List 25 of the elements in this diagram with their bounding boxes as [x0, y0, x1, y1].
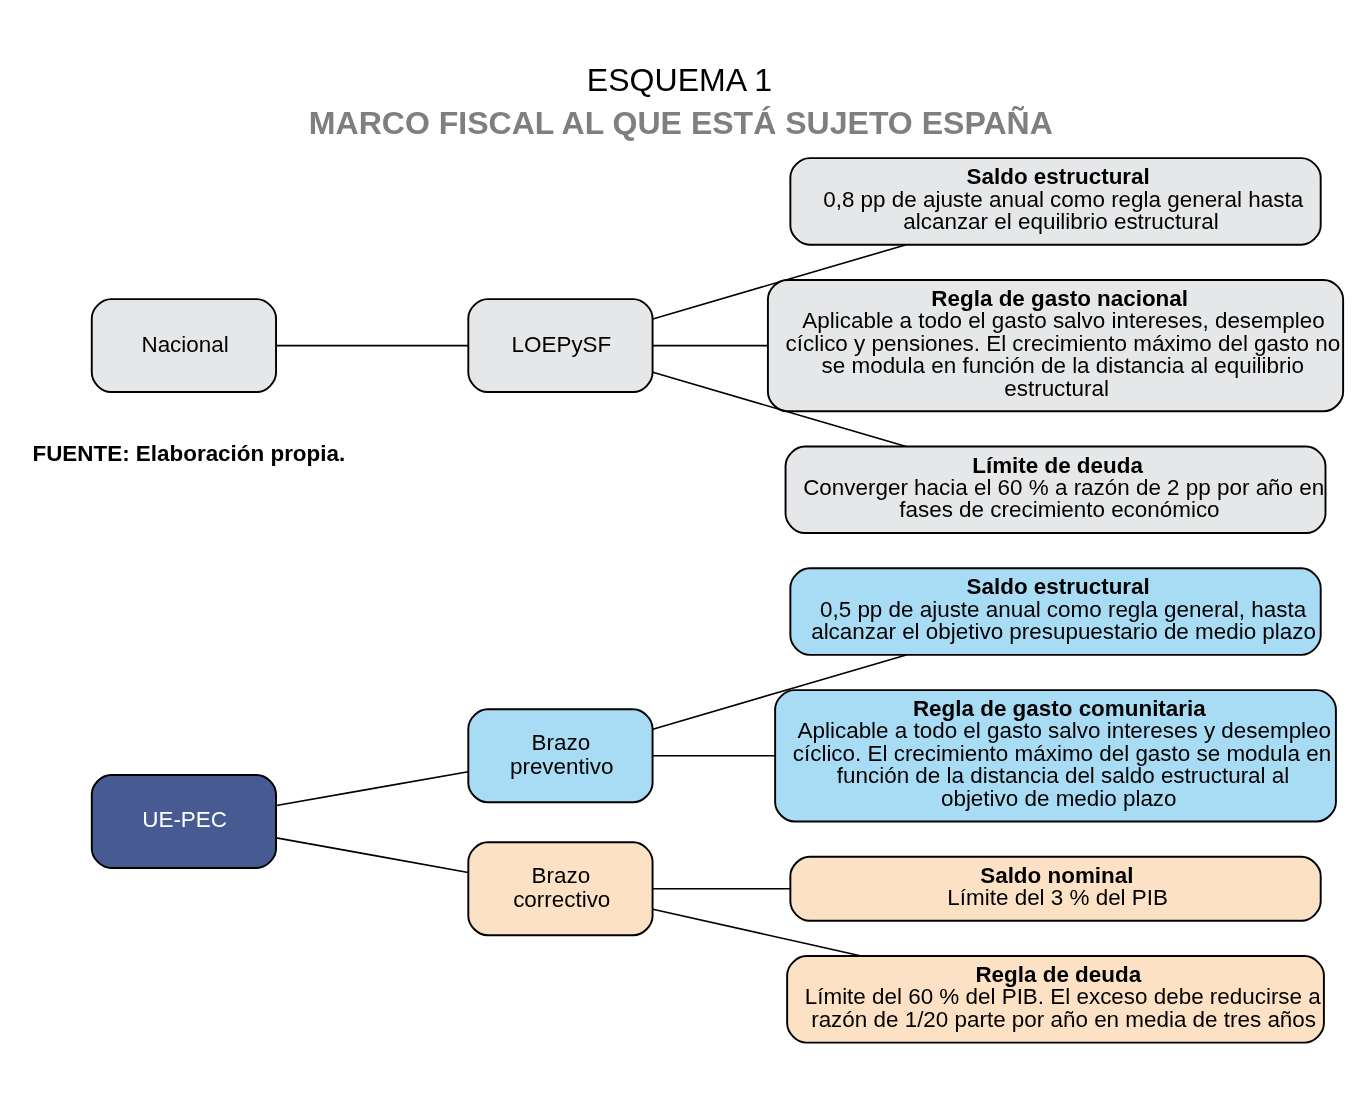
connector	[652, 243, 907, 320]
node-box: Límite de deuda Converger hacia el 60 % a razón de 2 pp por año en fases de crecimiento económico	[784, 445, 1327, 535]
node-box: Regla de deuda Límite del 60 % del PIB. El exceso debe reducirse a razón de 1/20 parte por año en media de tres años	[786, 955, 1325, 1044]
connector	[652, 908, 863, 957]
node-box: UE-PEC	[90, 774, 277, 869]
node-box: Nacional	[90, 298, 277, 394]
connector	[652, 888, 791, 890]
connector	[275, 770, 470, 807]
diagram-title: MARCO FISCAL AL QUE ESTÁ SUJETO ESPAÑA	[308, 105, 1053, 142]
connector	[652, 755, 776, 757]
node-box: Regla de gasto comunitaria Aplicable a todo el gasto salvo intereses y desempleo cíclico. El crecimiento máximo del gasto se modula en función de la distancia del saldo estructural al objetivo de medio plazo	[774, 689, 1337, 823]
connector	[652, 371, 907, 448]
connector	[652, 344, 769, 347]
connector	[275, 344, 470, 347]
connector	[275, 837, 470, 874]
connector	[652, 654, 907, 730]
node-box: Saldo estructural 0,8 pp de ajuste anual como regla general hasta alcanzar el equilibrio estructural	[789, 157, 1322, 246]
caption: FUENTE: Elaboración propia.	[32, 440, 346, 466]
label: ESQUEMA 1	[586, 61, 773, 98]
node-box: Brazo preventivo	[467, 708, 654, 804]
node-box: LOEPySF	[467, 298, 654, 394]
node-box: Regla de gasto nacional Aplicable a todo el gasto salvo intereses, desempleo cíclico y pensiones. El crecimiento máximo del gasto no se modula en función de la distancia al equilibrio estructural	[766, 278, 1345, 413]
node-box: Brazo correctivo	[467, 841, 654, 937]
node-box: Saldo estructural 0,5 pp de ajuste anual como regla general, hasta alcanzar el objetivo presupuestario de medio plazo	[789, 567, 1322, 656]
node-box: Saldo nominal Límite del 3 % del PIB	[789, 855, 1322, 922]
